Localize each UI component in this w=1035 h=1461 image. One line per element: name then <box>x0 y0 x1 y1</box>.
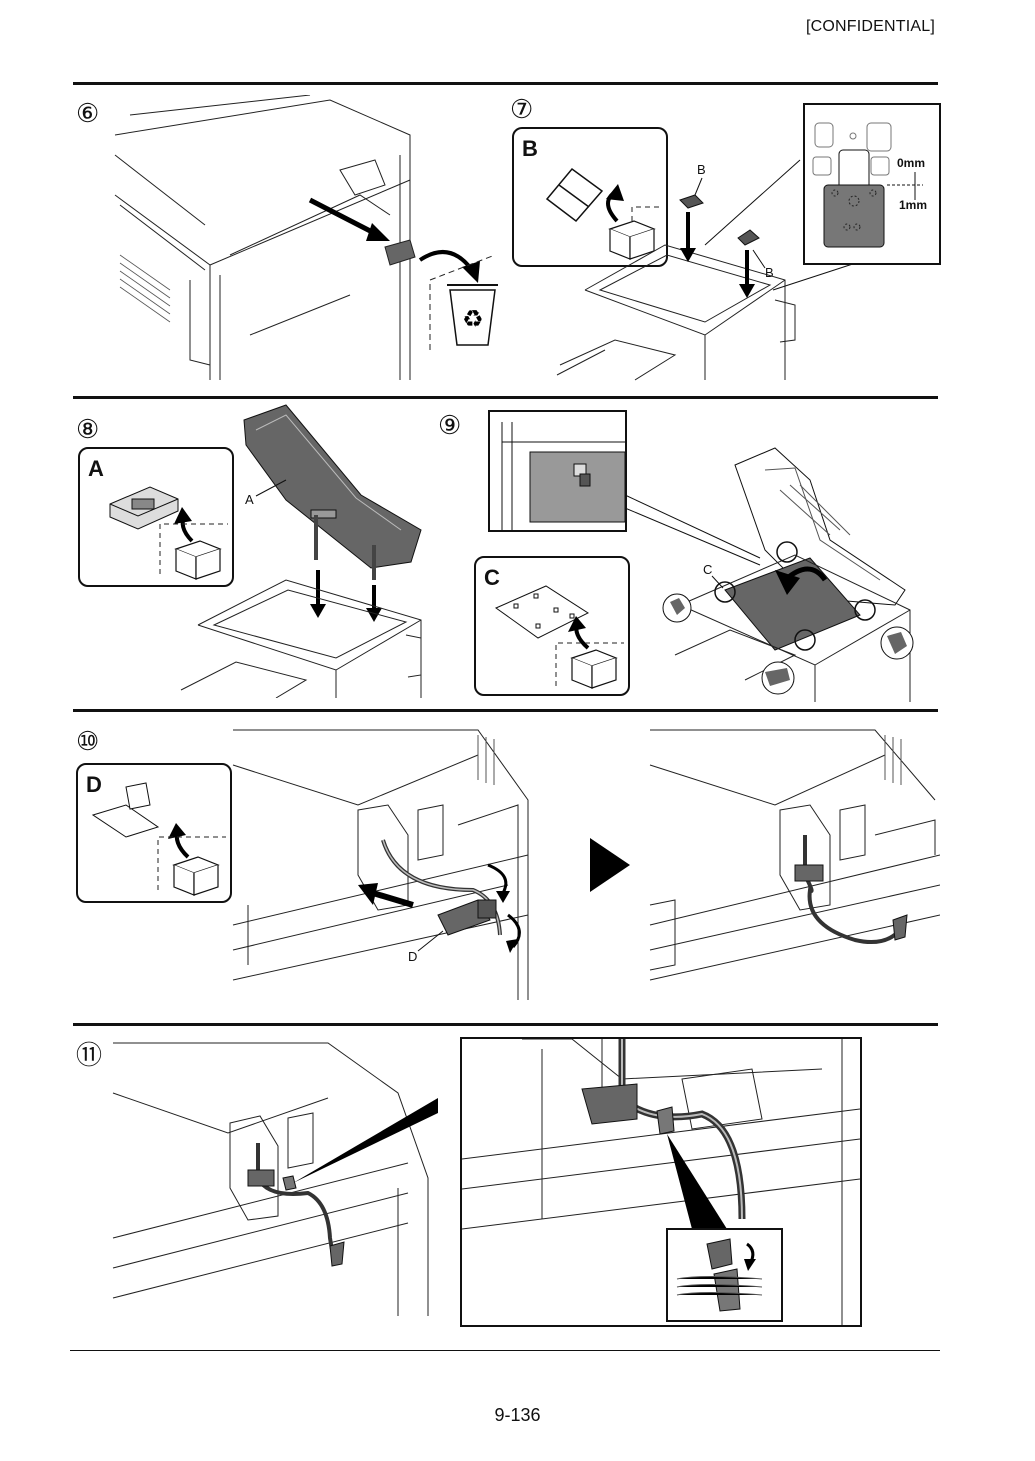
inset-1mm-label: 1mm <box>899 198 927 212</box>
part-a-box: A <box>78 447 234 587</box>
part-b-box-label: B <box>522 136 538 161</box>
step-7-illustration: B B <box>555 100 945 385</box>
step-7-number: ⑦ <box>510 94 534 124</box>
svg-text:♻: ♻ <box>462 305 484 333</box>
step-10-illustration-after <box>645 725 940 1005</box>
step-11-illustration <box>108 1038 438 1318</box>
part-d-box-label: D <box>86 772 102 797</box>
step-6-illustration: ♻ <box>110 95 510 385</box>
top-rule <box>73 82 938 85</box>
step-8-illustration: A <box>176 400 426 698</box>
rule-4 <box>73 1023 938 1026</box>
rule-2 <box>73 396 938 399</box>
part-c-box: C <box>474 556 630 696</box>
rule-3 <box>73 709 938 712</box>
page-number: 9-136 <box>494 1405 541 1425</box>
part-c-box-label: C <box>484 565 500 590</box>
part-a-label: A <box>245 492 254 507</box>
recycle-bin-icon: ♻ <box>447 284 498 346</box>
step-8-number: ⑧ <box>76 414 100 444</box>
part-a-box-label: A <box>88 456 104 481</box>
part-d-label: D <box>408 949 417 964</box>
inset-0mm-label: 0mm <box>897 156 925 170</box>
arrow-right-icon <box>590 838 630 897</box>
part-d-box: D <box>76 763 232 903</box>
step-6-number: ⑥ <box>76 98 100 128</box>
part-b-box: B <box>512 127 668 267</box>
bottom-rule <box>70 1350 940 1351</box>
parts-box-icon <box>608 220 656 260</box>
part-b-label-1: B <box>697 162 706 177</box>
step-9-number: ⑨ <box>438 410 462 440</box>
part-b-label-2: B <box>765 265 774 280</box>
confidential-label: [CONFIDENTIAL] <box>805 18 935 35</box>
step-9-inset <box>488 410 627 532</box>
step-7-inset: 0mm 1mm <box>803 103 941 265</box>
step-11-zoom-inset <box>460 1037 862 1327</box>
step-9-illustration: C <box>615 440 925 702</box>
step-11-number: ⑪ <box>76 1040 103 1070</box>
part-c-label: C <box>703 562 712 577</box>
step-10-number: ⑩ <box>76 726 100 756</box>
step-10-illustration-before: D <box>228 725 568 1005</box>
